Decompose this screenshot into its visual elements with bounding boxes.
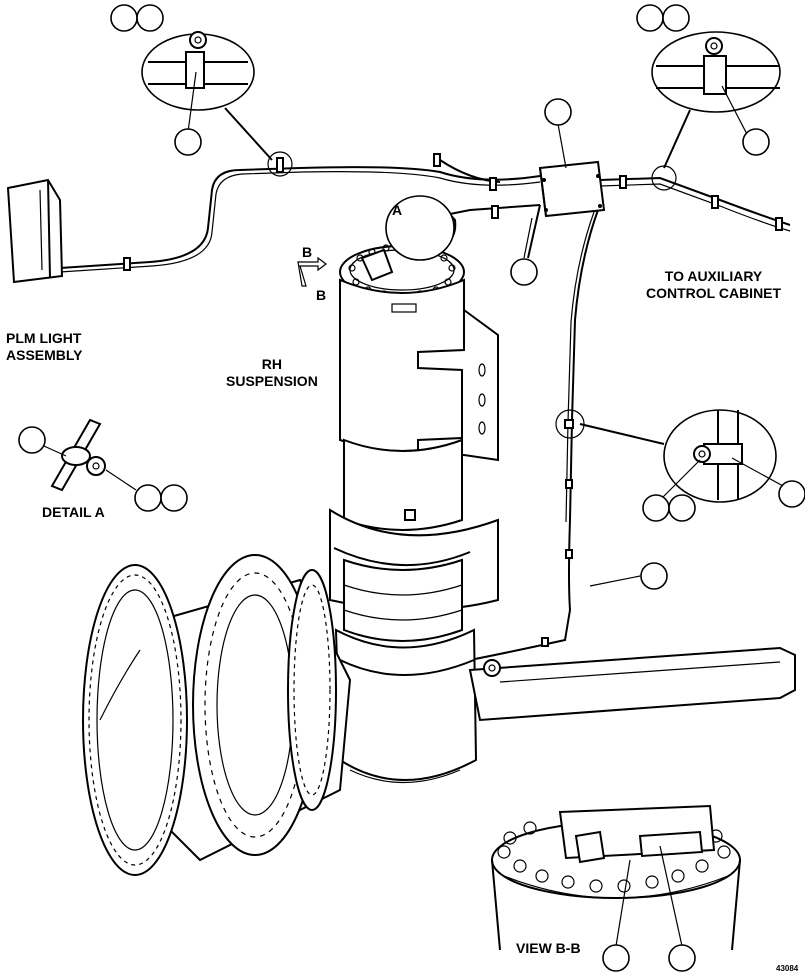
wheel-hub-assembly bbox=[82, 554, 352, 876]
balloon bbox=[662, 4, 690, 32]
plm-light-label-line1: PLM LIGHT bbox=[6, 330, 82, 346]
balloon bbox=[174, 128, 202, 156]
to-aux-label-line2: CONTROL CABINET bbox=[646, 285, 782, 301]
view-a-marker: A bbox=[392, 202, 403, 218]
rh-suspension-label-line1: RH bbox=[261, 356, 283, 372]
to-aux-label-line1: TO AUXILIARY bbox=[664, 268, 763, 284]
balloon bbox=[668, 494, 696, 522]
balloon bbox=[778, 480, 805, 508]
view-b-marker-bottom: B bbox=[316, 287, 327, 303]
plm-light-assembly bbox=[6, 178, 64, 284]
callout-top-detail-a bbox=[267, 151, 455, 261]
plm-light-label-line2: ASSEMBLY bbox=[6, 347, 83, 363]
view-b-arrow bbox=[297, 256, 327, 287]
balloon bbox=[742, 128, 770, 156]
to-aux-label: TO AUXILIARY CONTROL CABINET bbox=[646, 268, 781, 302]
balloon bbox=[668, 944, 696, 972]
figure-number: 43084 bbox=[776, 964, 799, 973]
balloon bbox=[510, 258, 538, 286]
callout-middle-right bbox=[555, 409, 777, 503]
balloon bbox=[136, 4, 164, 32]
view-bb-label: VIEW B-B bbox=[516, 940, 581, 956]
tie-rod bbox=[468, 646, 796, 722]
junction-box bbox=[538, 160, 606, 218]
view-b-b bbox=[491, 804, 741, 951]
balloon bbox=[636, 4, 664, 32]
view-b-marker-top: B bbox=[302, 244, 313, 260]
rh-suspension-label: RH SUSPENSION bbox=[226, 356, 318, 390]
rh-suspension-strut bbox=[329, 243, 499, 783]
detail-a-clip bbox=[43, 418, 137, 492]
balloon bbox=[134, 484, 162, 512]
balloon bbox=[160, 484, 188, 512]
detail-a-label: DETAIL A bbox=[42, 504, 105, 520]
plm-light-label: PLM LIGHT ASSEMBLY bbox=[6, 330, 83, 364]
harness-clips bbox=[123, 153, 783, 647]
balloon bbox=[640, 562, 668, 590]
balloon bbox=[602, 944, 630, 972]
balloon bbox=[544, 98, 572, 126]
callout-top-right bbox=[651, 31, 781, 191]
balloon bbox=[110, 4, 138, 32]
rh-suspension-label-line2: SUSPENSION bbox=[226, 373, 318, 389]
balloon bbox=[642, 494, 670, 522]
balloon bbox=[18, 426, 46, 454]
index-balloons bbox=[18, 4, 805, 972]
callout-top-left bbox=[141, 31, 273, 161]
